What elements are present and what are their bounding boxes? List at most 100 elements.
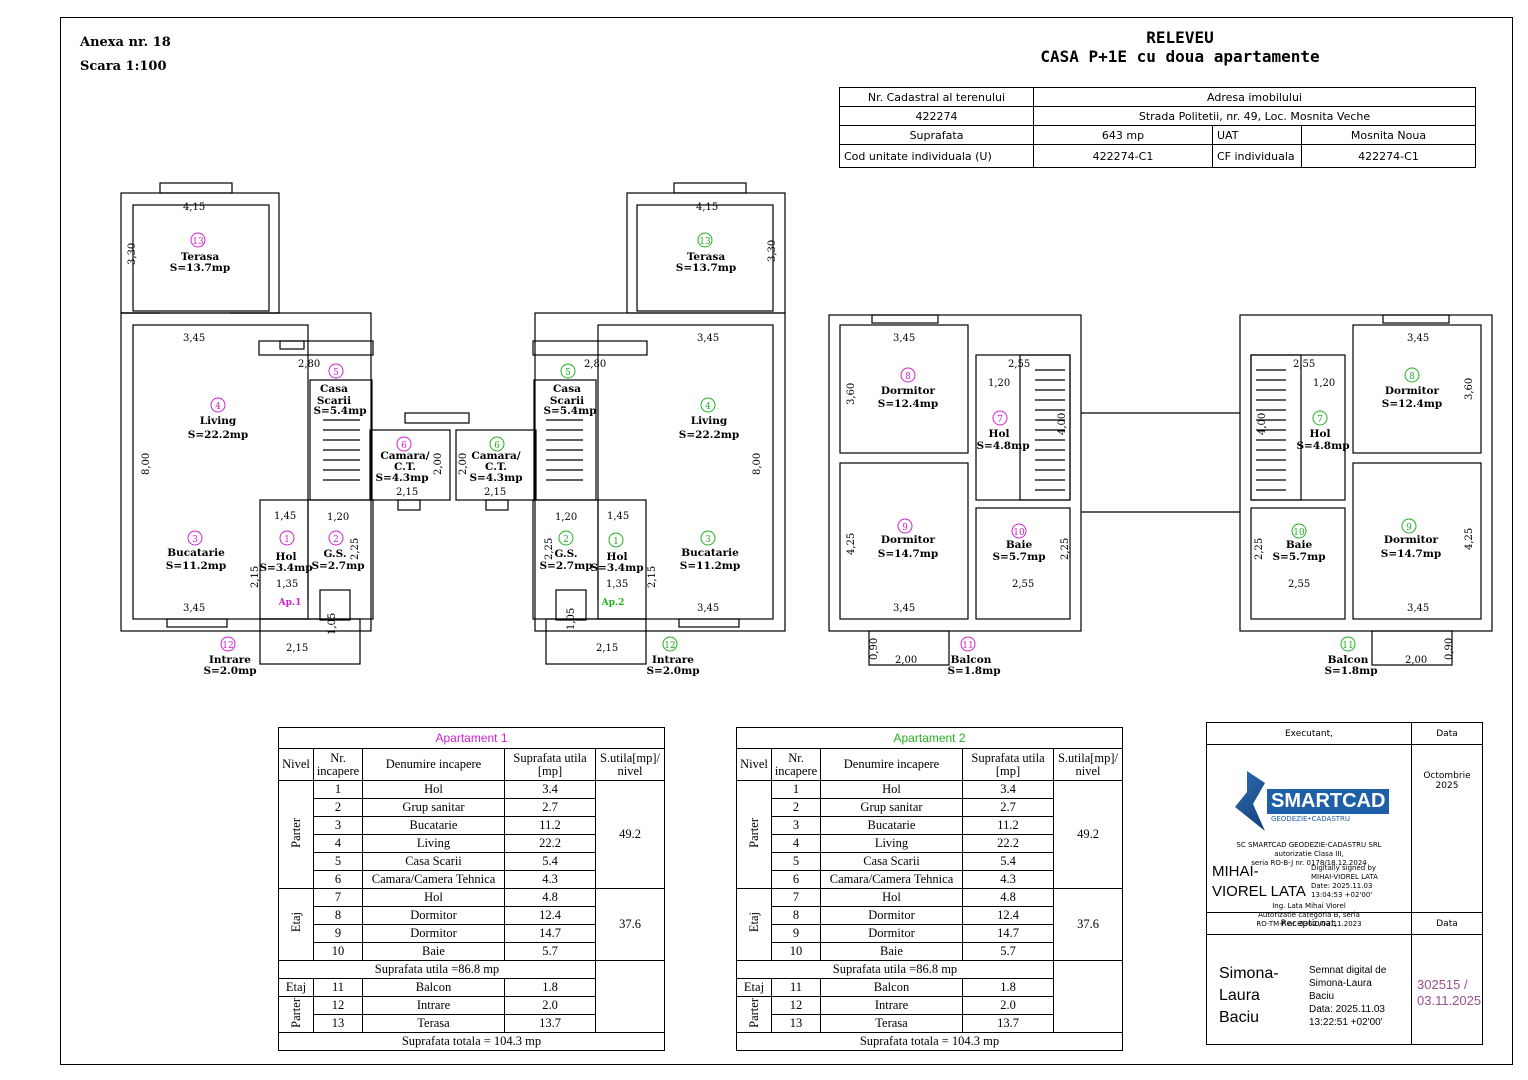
cell-su: 2.7 [504,798,596,817]
rm-ct-1s: S=4.3mp [375,472,428,484]
rec-name-2: Laura [1219,987,1260,1004]
rm-d8-1s: S=12.4mp [878,398,938,410]
h-sun: S.utila[mp]/ nivel [595,748,665,781]
cell-su: 3.4 [504,780,596,799]
rm-gs-1: G.S. [323,548,346,560]
cell-nr: 4 [771,834,821,853]
dim-buc-w2: 3,45 [697,603,719,614]
cell-den: Dormitor [820,924,963,943]
signer-name-2: VIOREL LATA [1212,883,1306,900]
h-den: Denumire incapere [820,748,963,781]
cell-su: 1.8 [962,978,1054,997]
annex-label: Anexa nr. 18 [80,35,171,50]
logo-text: SMARTCAD [1267,789,1390,814]
rm-living-2: Living [691,415,728,427]
dim-ct-w1: 2,15 [396,487,418,498]
engineer-auth: Autorizatie categoria B, seria [1258,911,1360,919]
ap2-circles [489,232,1420,652]
ap1-n1: 1 [284,535,290,545]
cell-nr: 5 [771,852,821,871]
cell-su: 14.7 [962,924,1054,943]
dim-baie-w1: 2,55 [1012,579,1034,590]
ap2-n8: 8 [1409,372,1415,382]
rm-buc-2: Bucatarie [681,547,739,559]
engineer-name: Ing. Lata Mihai Viorel [1272,902,1346,910]
cell-su: 13.7 [504,1014,596,1033]
cell-su: 5.7 [962,942,1054,961]
dim-d9-w2: 3,45 [1407,603,1429,614]
rm-baie-1s: S=5.7mp [992,551,1045,563]
cell-den: Hol [820,888,963,907]
cell-su: 13.7 [962,1014,1054,1033]
dim-d8-h1: 3,60 [846,383,857,405]
cell-nr: 13 [771,1014,821,1033]
dim-terasa-w1: 4,15 [183,202,205,213]
cell-den: Living [820,834,963,853]
rm-terasa-2s: S=13.7mp [676,262,736,274]
rm-balc-1: Balcon [951,654,992,666]
dim-baie-h1: 2,25 [1060,538,1071,560]
rm-hol-2: Hol [607,551,628,563]
rec-sig-2: Simona-Laura [1309,978,1372,989]
cell-nr: 9 [771,924,821,943]
cell-nr: 11 [313,978,363,997]
dim-stair-u2: 4,00 [1257,413,1268,435]
ap1-n6: 6 [401,441,407,451]
ground-floor-ap2 [455,182,786,665]
scale-label: Scara 1:100 [80,59,167,74]
cell-su: 12.4 [962,906,1054,925]
rm-h7-1: Hol [989,428,1010,440]
rec-sig-5: 13:22:51 +02'00' [1309,1017,1383,1028]
dim-balc-w1: 2,00 [895,655,917,666]
rm-cs-1s: S=5.4mp [313,405,366,417]
rm-terasa-1: Terasa [181,251,220,263]
sig-text-4: 13:04:53 +02'00' [1311,891,1373,899]
rm-cs-2s: S=5.4mp [543,405,596,417]
cell-nr: 9 [313,924,363,943]
cell-den: Grup sanitar [820,798,963,817]
cell-den: Bucatarie [362,816,505,835]
title-casa: CASA P+1E cu doua apartamente [1040,47,1320,66]
rm-cs-2b: Scarii [550,395,584,407]
floor-plans: 4,15 4,15 3,30 3,30 3,45 3,45 2,80 2,80 … [120,182,1493,677]
dim-terasa-w2: 4,15 [696,202,718,213]
ap1-n7: 7 [997,415,1003,425]
cell-su: 11.2 [962,816,1054,835]
upper-floor-ap2 [1239,314,1493,666]
table-title: Apartament 1 [278,727,665,749]
rm-intr-1: Intrare [209,654,251,666]
rm-d9-1: Dormitor [881,534,936,546]
cell-den: Baie [362,942,505,961]
rm-d8-2s: S=12.4mp [1382,398,1442,410]
rm-hol-2s: S=3.4mp [590,562,643,574]
cell-su: 11.2 [504,816,596,835]
rm-buc-2s: S=11.2mp [680,560,740,572]
rm-baie-1: Baie [1006,539,1033,551]
dim-intr-h2: 1,05 [566,608,577,630]
dim-d8-w2: 3,45 [1407,333,1429,344]
cell-nr: 12 [771,996,821,1015]
rec-sig-3: Baciu [1309,991,1335,1002]
dim-d8-w1: 3,45 [893,333,915,344]
nr-cad-label: Nr. Cadastral al terenului [839,87,1034,107]
rm-balc-1s: S=1.8mp [947,665,1000,677]
sig-text-3: Date: 2025.11.03 [1311,882,1373,890]
ap1-label: Ap.1 [278,598,302,608]
sum-etaj: 37.6 [595,888,665,961]
cell-su: 4.8 [504,888,596,907]
cell-den: Living [362,834,505,853]
cell-den: Bucatarie [820,816,963,835]
signer-name-1: MIHAI- [1212,863,1259,880]
rm-intr-1s: S=2.0mp [203,665,256,677]
level-etaj-2: Etaj [278,978,314,997]
rm-buc-1: Bucatarie [167,547,225,559]
cell-nr: 10 [771,942,821,961]
ap1-n12: 12 [222,641,233,651]
